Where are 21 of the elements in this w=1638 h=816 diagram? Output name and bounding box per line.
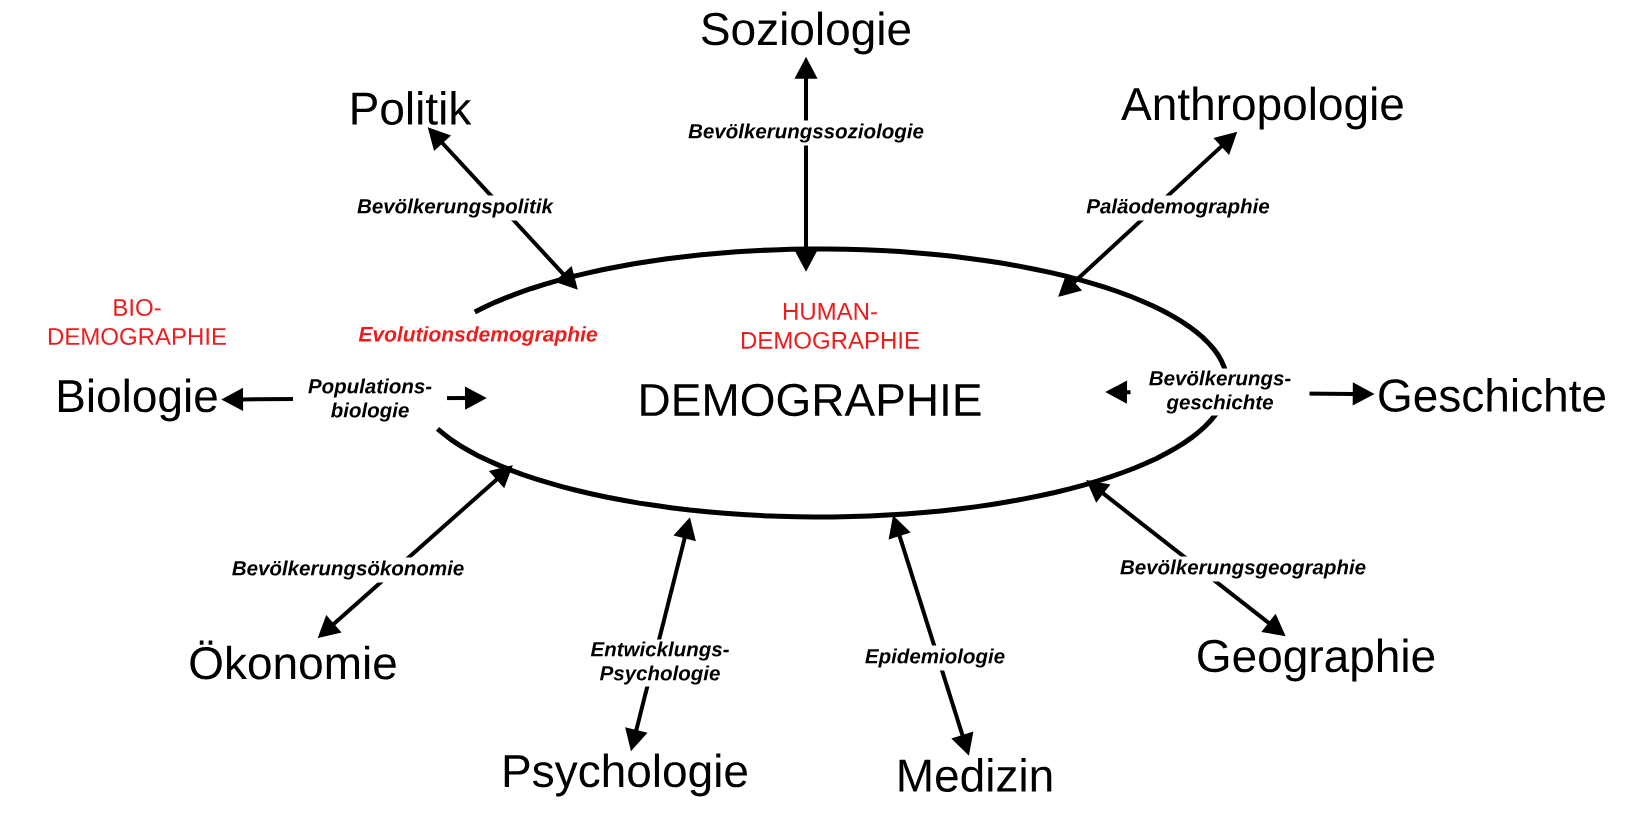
discipline-name: Psychologie bbox=[504, 753, 747, 797]
discipline-name: Biologie bbox=[58, 378, 217, 422]
field-name: HUMAN- DEMOGRAPHIE DEMOGRAPHIE bbox=[641, 303, 981, 417]
discipline-name: Ökonomie bbox=[190, 640, 396, 680]
discipline-name: Geographie bbox=[1198, 638, 1435, 682]
discipline-name: Anthropologie bbox=[1121, 86, 1403, 130]
field-name: BIO- DEMOGRAPHIE bbox=[49, 299, 226, 345]
edge-label: Entwicklungs- Psychologie bbox=[575, 639, 745, 687]
edge-label: Bevölkerungsgeographie bbox=[1117, 556, 1370, 582]
edge-label: Bevölkerungs- geschichte bbox=[1130, 368, 1310, 416]
edge-label: Epidemiologie bbox=[861, 645, 1009, 671]
discipline-name: Geschichte bbox=[1379, 378, 1605, 412]
discipline-name: Politik bbox=[352, 91, 472, 125]
field-name: Evolutionsdemographie bbox=[358, 326, 598, 346]
edge-label: Paläodemographie bbox=[1083, 195, 1273, 221]
discipline-name: Soziologie bbox=[701, 11, 911, 55]
edge-label: Bevölkerungsökonomie bbox=[228, 557, 468, 583]
discipline-name: Medizin bbox=[899, 758, 1052, 792]
edge-label: Bevölkerungssoziologie bbox=[685, 120, 927, 146]
edge-label: Bevölkerungspolitik bbox=[354, 195, 556, 221]
edge-label: Populations- biologie bbox=[293, 376, 447, 424]
